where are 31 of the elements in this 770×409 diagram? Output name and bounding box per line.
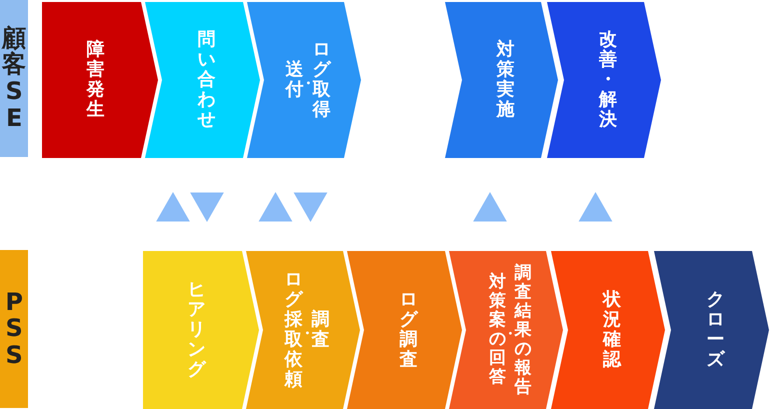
direction-triangle-arrow <box>190 192 224 222</box>
lane-header <box>0 250 28 408</box>
chevron-step <box>654 251 769 409</box>
lane-label: PSS <box>4 288 24 370</box>
step-label: クローズ <box>706 290 726 370</box>
chevron-step <box>145 2 260 158</box>
direction-triangle-arrow <box>578 192 612 222</box>
chevron-step <box>449 251 563 409</box>
direction-triangle-arrow <box>294 192 328 222</box>
chevron-step <box>347 251 462 409</box>
lane-label: 顧客SE <box>1 24 28 132</box>
step-label: ヒアリング <box>186 280 207 380</box>
chevron-step <box>143 251 259 409</box>
chevron-step <box>547 2 661 158</box>
chevron-step <box>247 2 361 158</box>
chevron-step <box>246 251 360 409</box>
direction-triangle-arrow <box>156 192 190 222</box>
lane-header <box>0 0 28 157</box>
step-label: 改善・解決 <box>598 30 618 130</box>
step-label: 問い合わせ <box>196 30 217 130</box>
step-label: ログ取得・送付 <box>284 40 332 120</box>
step-label: 障害発生 <box>86 40 106 120</box>
step-label: 調査・ログ採取依頼 <box>284 270 331 390</box>
chevron-step <box>551 251 665 409</box>
direction-triangle-arrow <box>258 192 292 222</box>
step-label: ログ調査 <box>398 290 419 370</box>
chevron-step <box>42 2 158 158</box>
direction-triangle-arrow <box>473 192 507 222</box>
chevron-step <box>445 2 558 158</box>
step-label: 状況確認 <box>602 290 622 370</box>
step-label: 対策実施 <box>496 40 516 120</box>
